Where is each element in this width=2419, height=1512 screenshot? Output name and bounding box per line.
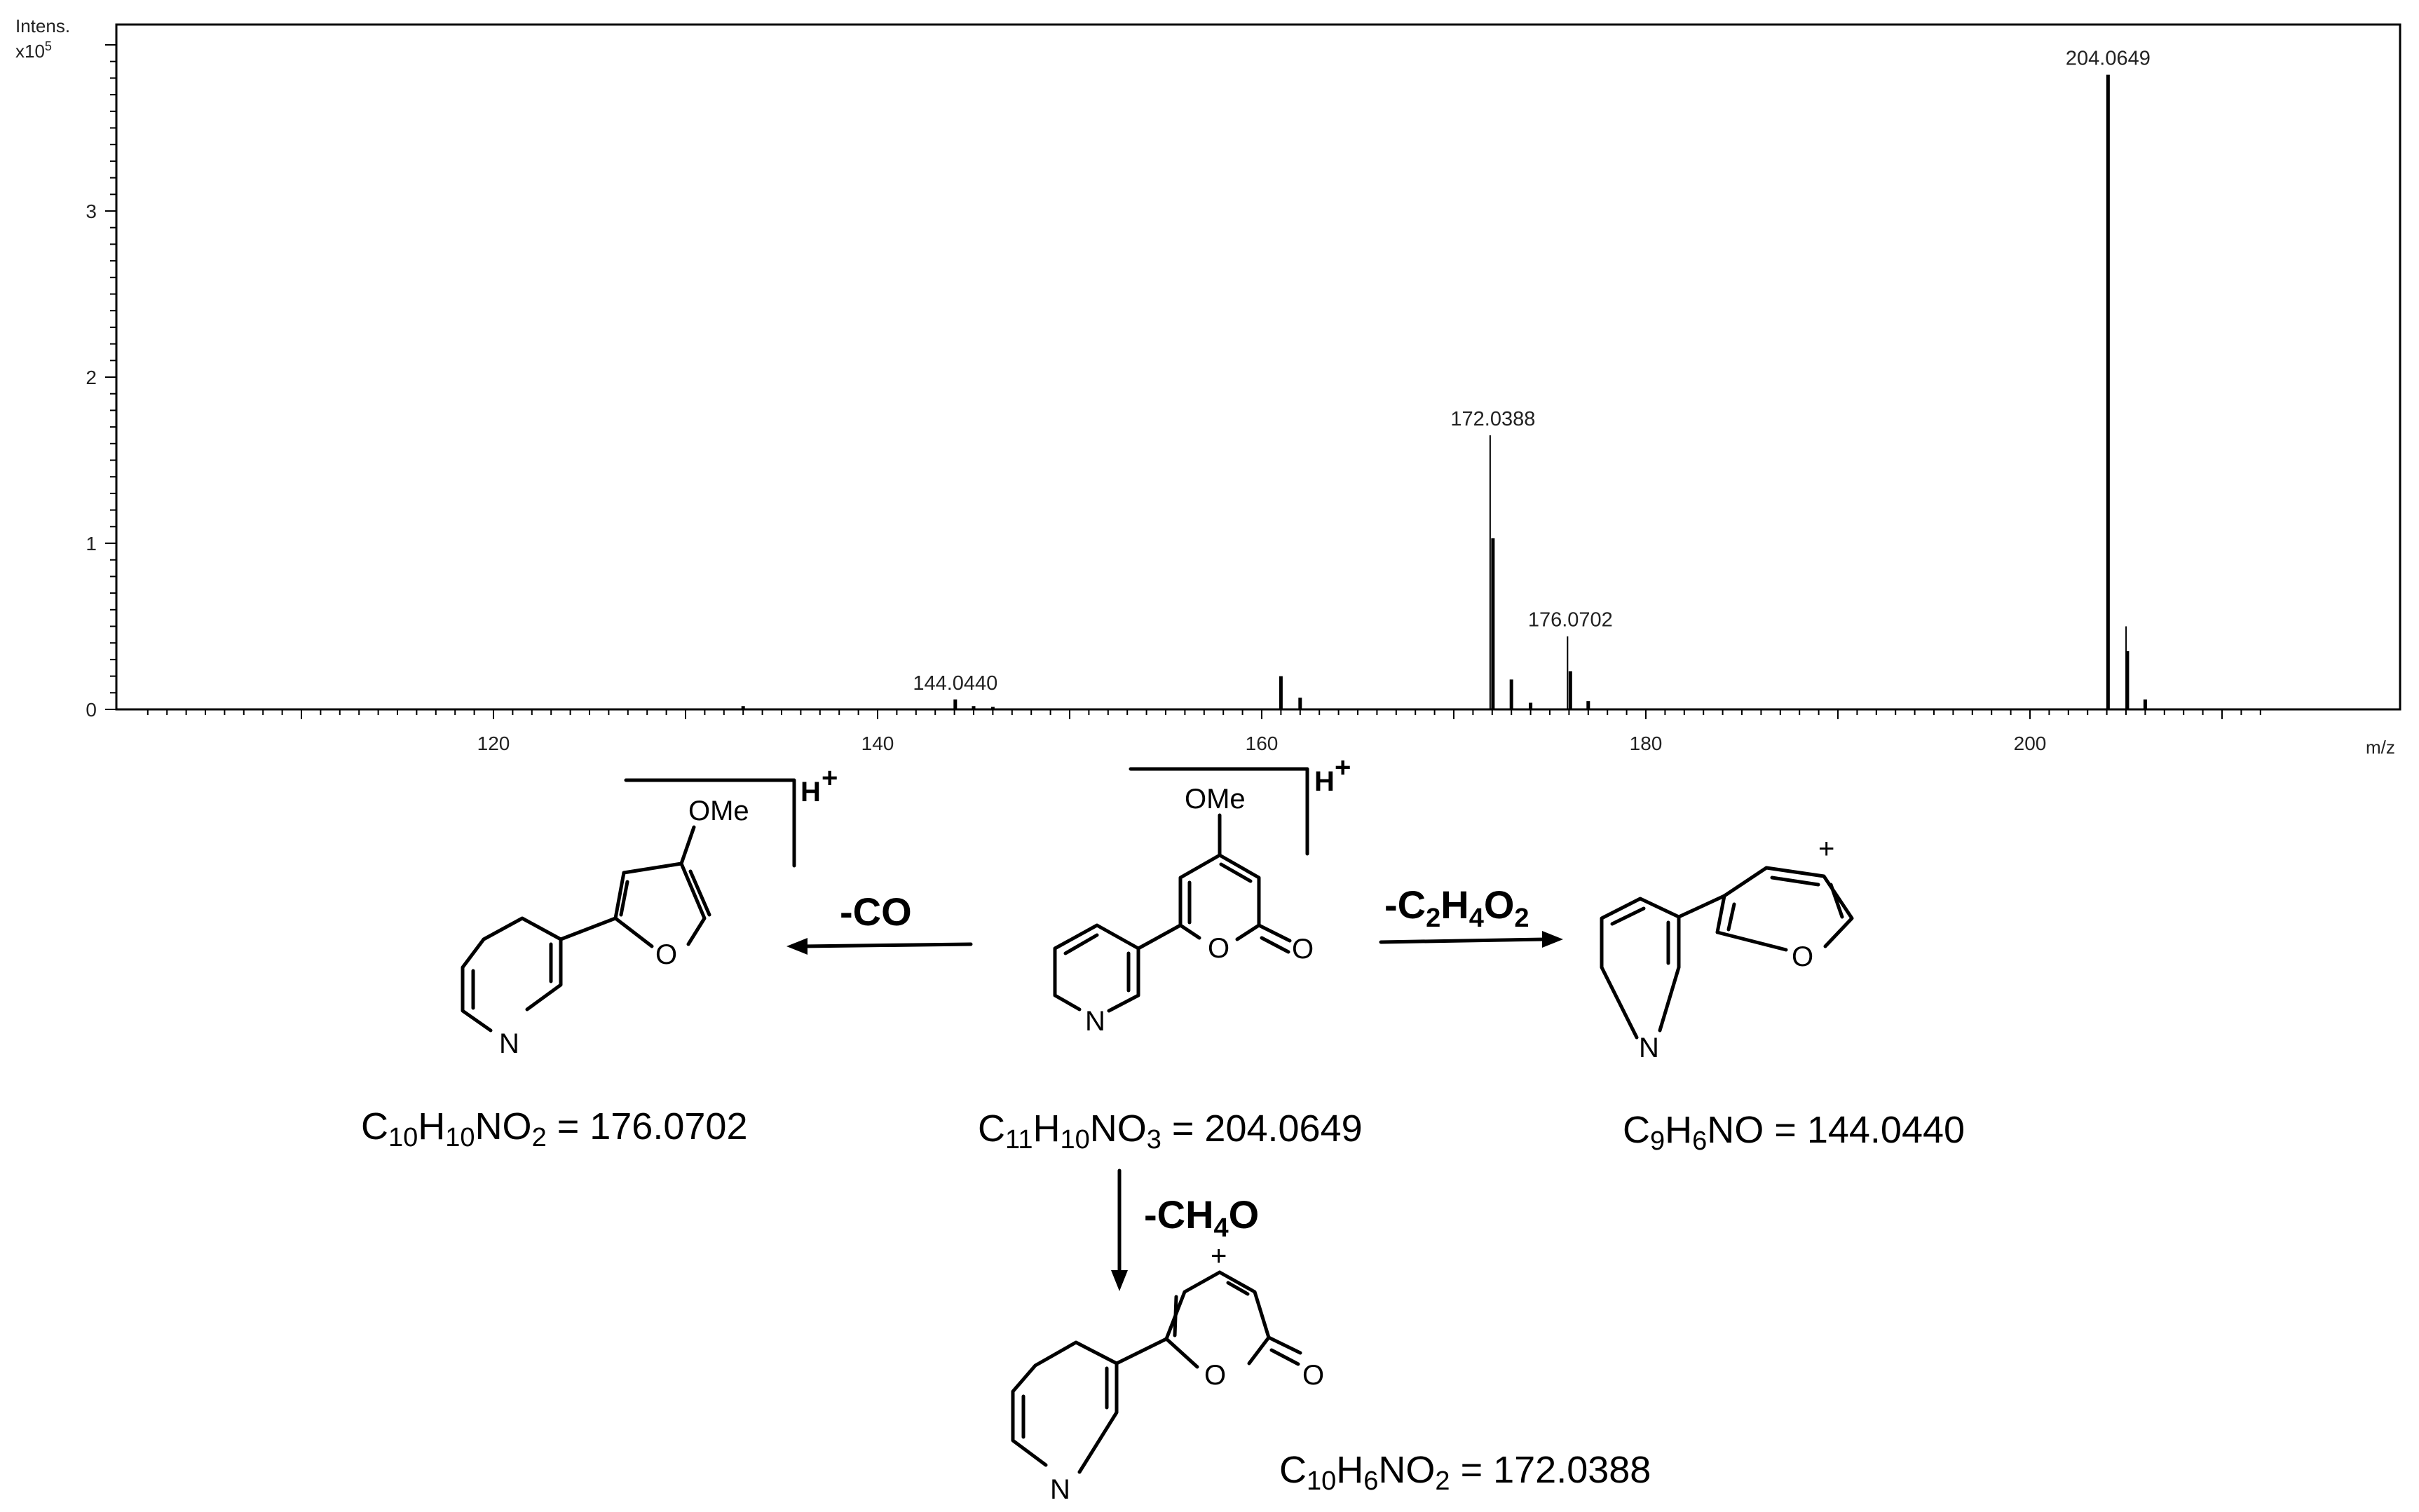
peak-label: 204.0649 (2066, 48, 2151, 70)
fragmentation-scheme: H + OMe O O N H + OMe (361, 752, 1965, 1505)
loss-co-label: -CO (840, 890, 912, 934)
fragment-ch4o-formula: C10H6NO2 = 172.0388 (1279, 1449, 1651, 1496)
ring-oxygen-label-ch4o: O (1204, 1360, 1226, 1391)
y-axis-scale: x105 (15, 39, 52, 62)
plot-frame (115, 23, 2401, 711)
y-tick-label: 2 (86, 367, 97, 388)
y-axis-ticks: 0 1 2 3 (86, 44, 116, 721)
y-tick-label: 0 (86, 699, 97, 721)
x-tick-label: 140 (861, 733, 894, 754)
x-tick-label: 180 (1630, 733, 1663, 754)
pyridine-nitrogen-label-ch4o: N (1050, 1474, 1070, 1505)
arrow-ch4o (1111, 1169, 1128, 1291)
loss-ch4o-label: -CH4O (1144, 1192, 1259, 1243)
parent-formula: C11H10NO3 = 204.0649 (978, 1108, 1363, 1155)
y-tick-label: 1 (86, 533, 97, 554)
peak-labels: 144.0440 176.0702 204.0649 172.0388 (913, 48, 2151, 695)
proton-charge-co: + (822, 763, 838, 794)
arrow-c2h4o2 (1379, 931, 1563, 948)
fragment-co-formula: C10H10NO2 = 176.0702 (361, 1105, 747, 1152)
fragment-co-structure: H + OMe O N (461, 763, 838, 1059)
y-tick-label: 3 (86, 200, 97, 222)
proton-charge: + (1335, 752, 1351, 783)
peak-label: 144.0440 (913, 672, 997, 695)
charge-label-c2h4o2: + (1818, 833, 1834, 864)
proton-label-co: H (800, 777, 821, 808)
arrow-co (786, 938, 973, 955)
loss-c2h4o2-label: -C2H4O2 (1384, 883, 1529, 933)
pyridine-nitrogen-label-c2h4o2: N (1639, 1033, 1659, 1063)
spectrum-peaks (741, 74, 2147, 709)
carbonyl-oxygen-label-ch4o: O (1302, 1360, 1324, 1391)
peak-label: 176.0702 (1528, 609, 1613, 632)
fragment-ch4o-structure: + O O N (1011, 1241, 1324, 1505)
carbonyl-oxygen-label: O (1292, 934, 1314, 965)
furan-oxygen-label-c2h4o2: O (1792, 941, 1813, 972)
fragment-c2h4o2-structure: + O N (1600, 833, 1854, 1063)
pyridine-nitrogen-label-co: N (499, 1028, 519, 1059)
x-tick-label: 120 (477, 733, 510, 754)
charge-label-ch4o: + (1211, 1241, 1227, 1272)
proton-label: H (1314, 766, 1335, 797)
pyridine-nitrogen-label: N (1085, 1006, 1105, 1037)
methoxy-label-co: OMe (688, 796, 749, 826)
parent-structure: H + OMe O O N (1053, 752, 1351, 1037)
x-axis-ticks: 120 140 160 180 200 (146, 709, 2261, 754)
mass-spectrum-chart: Intens. x105 m/z 0 1 2 3 120 140 160 180 200 14… (15, 15, 2401, 758)
methoxy-label: OMe (1185, 784, 1246, 815)
x-tick-label: 200 (2014, 733, 2047, 754)
fragment-c2h4o2-formula: C9H6NO = 144.0440 (1623, 1109, 1965, 1156)
x-tick-label: 160 (1246, 733, 1279, 754)
y-axis-label: Intens. (15, 15, 70, 36)
peak-label: 172.0388 (1450, 408, 1535, 430)
furan-oxygen-label-co: O (655, 939, 677, 970)
ring-oxygen-label: O (1208, 933, 1229, 964)
x-axis-label: m/z (2366, 737, 2395, 758)
